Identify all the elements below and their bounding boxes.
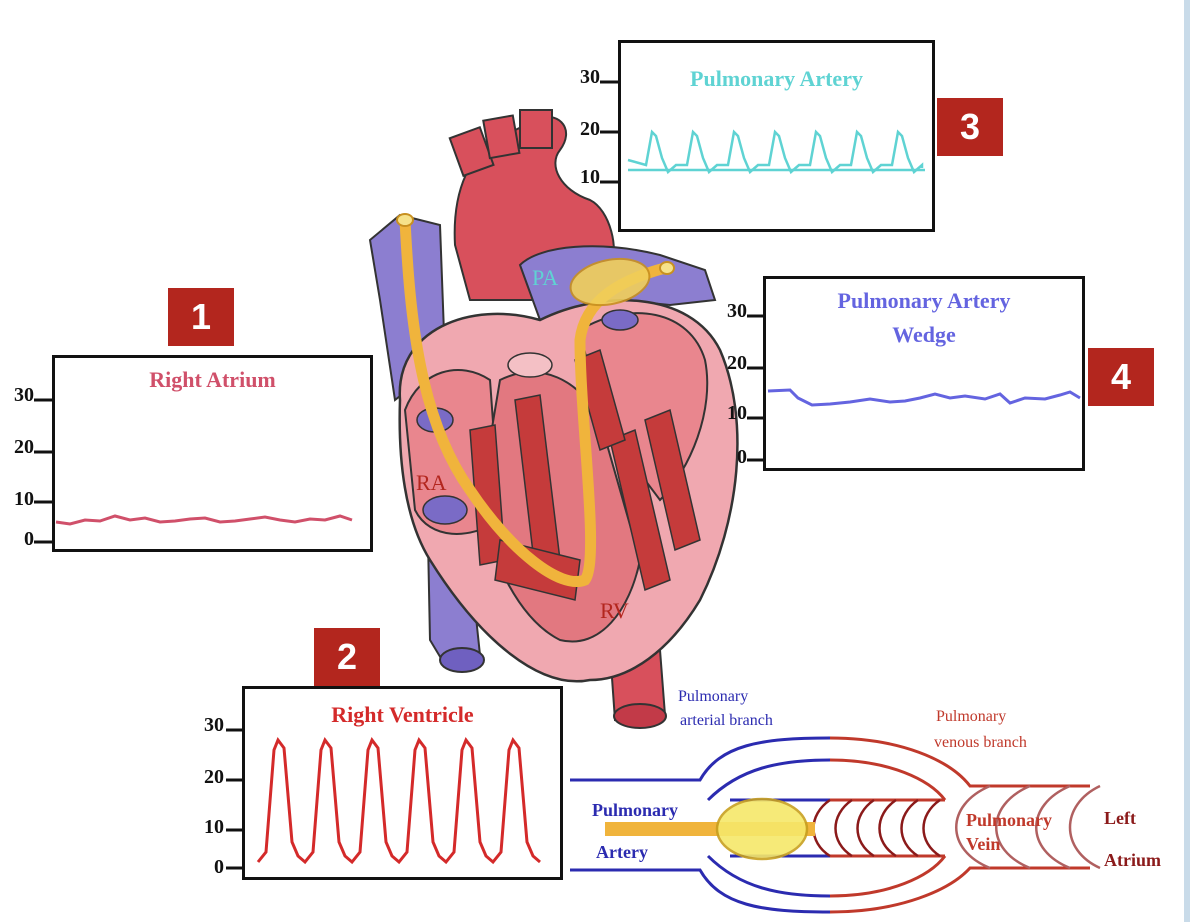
arterial-mid-lower	[708, 856, 830, 896]
arterial-branch-lower	[570, 870, 830, 912]
venous-branch-lower	[830, 868, 1090, 912]
venous-mid-lower	[830, 856, 945, 896]
arterial-branch-label-2: arterial branch	[680, 710, 773, 732]
vessel-balloon	[717, 799, 807, 859]
venous-branch-label-1: Pulmonary	[936, 706, 1006, 728]
left-atrium-label-1: Left	[1104, 808, 1136, 829]
arterial-mid-upper	[708, 760, 830, 800]
pulmonary-artery-label-2: Artery	[596, 842, 648, 863]
venous-mid-upper	[830, 760, 945, 800]
capillary-arcs	[814, 800, 941, 856]
pulmonary-vein-label-1: Pulmonary	[966, 810, 1052, 831]
venous-branch-label-2: venous branch	[934, 732, 1027, 754]
arterial-branch-upper	[570, 738, 830, 780]
arterial-branch-label-1: Pulmonary	[678, 686, 748, 708]
pulmonary-vein-label-2: Vein	[966, 834, 1000, 855]
pulmonary-artery-label-1: Pulmonary	[592, 800, 678, 821]
left-atrium-label-2: Atrium	[1104, 850, 1161, 871]
